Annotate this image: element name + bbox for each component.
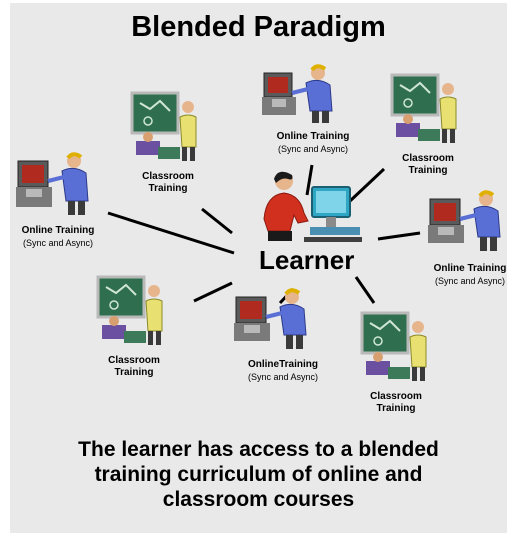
label-online-bottom-line1: OnlineTraining (247, 359, 318, 370)
caption-line-3: classroom courses (162, 488, 355, 511)
connector-online-right (377, 231, 421, 241)
label-classroom-bottom-left-line1: Classroom (108, 355, 160, 366)
label-classroom-bottom-left: Classroom Training (94, 355, 174, 379)
label-online-bottom-line2: (Sync and Async) (247, 372, 319, 382)
diagram-caption: The learner has access to a blended trai… (10, 437, 507, 512)
caption-line-2: training curriculum of online and (94, 463, 423, 486)
connector-classroom-top-right (348, 167, 386, 203)
label-classroom-top-right-line1: Classroom (402, 153, 454, 164)
node-classroom-top-right (390, 71, 464, 145)
label-classroom-bottom-right-line2: Training (376, 403, 416, 414)
classroom-presenter-icon (96, 275, 163, 345)
label-classroom-bottom-left-line2: Training (114, 367, 154, 378)
node-classroom-bottom-right (360, 309, 434, 383)
connector-online-left (107, 211, 235, 255)
node-classroom-top-left (130, 89, 204, 163)
caption-line-1: The learner has access to a blended (78, 438, 439, 461)
label-online-right-line2: (Sync and Async) (434, 276, 506, 286)
label-classroom-top-left: Classroom Training (128, 171, 208, 195)
person-at-computer-icon (428, 190, 501, 251)
label-classroom-top-right-line2: Training (408, 165, 448, 176)
label-classroom-top-right: Classroom Training (388, 153, 468, 177)
classroom-presenter-icon (360, 311, 427, 381)
label-online-left: Online Training (Sync and Async) (10, 225, 106, 249)
learner-node (254, 169, 364, 247)
label-online-left-line2: (Sync and Async) (22, 238, 94, 248)
label-classroom-bottom-right: Classroom Training (356, 391, 436, 415)
connector-classroom-bottom-right (354, 276, 376, 304)
person-at-computer-icon (16, 152, 89, 215)
label-classroom-top-left-line1: Classroom (142, 171, 194, 182)
node-classroom-bottom-left (96, 273, 170, 347)
connector-lines (107, 164, 421, 305)
label-classroom-bottom-right-line1: Classroom (370, 391, 422, 402)
person-at-computer-icon (234, 288, 307, 349)
connector-classroom-top-left (201, 207, 233, 235)
label-online-left-line1: Online Training (21, 225, 95, 236)
classroom-presenter-icon (390, 73, 457, 143)
node-online-right (428, 189, 507, 251)
label-classroom-top-left-line2: Training (148, 183, 188, 194)
node-online-left (16, 151, 96, 217)
label-online-bottom: OnlineTraining (Sync and Async) (228, 359, 338, 383)
label-online-top-line2: (Sync and Async) (277, 144, 349, 154)
diagram-title: Blended Paradigm (131, 11, 386, 43)
connector-classroom-bottom-left (193, 281, 233, 303)
connector-online-top (305, 164, 314, 196)
label-online-right-line1: Online Training (433, 263, 507, 274)
classroom-presenter-icon (130, 91, 197, 161)
node-online-bottom (234, 287, 314, 349)
label-online-top: Online Training (Sync and Async) (258, 131, 368, 155)
diagram-canvas: Blended Paradigm Learner (10, 3, 507, 533)
label-online-top-line1: Online Training (276, 131, 350, 142)
learner-at-computer-icon (263, 171, 362, 242)
node-online-top (262, 63, 342, 123)
label-online-right: Online Training (Sync and Async) (420, 263, 507, 287)
person-at-computer-icon (262, 64, 333, 123)
learner-label: Learner (259, 245, 355, 275)
